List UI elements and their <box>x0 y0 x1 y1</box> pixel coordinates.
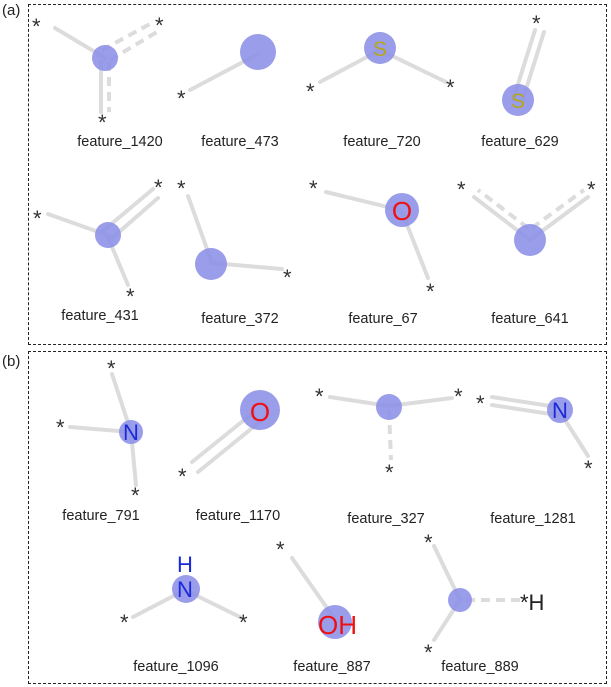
fragment-67: O * * feature_67 <box>309 176 435 327</box>
nitrogen-atom: N <box>123 420 139 445</box>
hydroxyl-group: OH <box>318 610 357 640</box>
feature-label: feature_720 <box>343 134 420 150</box>
fragment-327: * * * feature_327 <box>315 384 463 527</box>
fragment-372: * * feature_372 <box>177 176 292 327</box>
svg-text:*: * <box>306 79 315 104</box>
fragment-629: S * feature_629 <box>481 11 558 150</box>
svg-text:*: * <box>584 456 593 481</box>
svg-text:*: * <box>424 530 433 555</box>
svg-text:*: * <box>309 176 318 201</box>
svg-text:*: * <box>454 384 463 409</box>
svg-text:*: * <box>457 177 466 202</box>
panel-b-label: (b) <box>2 353 21 370</box>
feature-label: feature_327 <box>347 511 424 527</box>
feature-label: feature_431 <box>61 308 138 324</box>
hydrogen-atom: *H <box>520 590 544 615</box>
feature-label: feature_1420 <box>77 134 162 150</box>
fragment-889: * * *H feature_889 <box>424 530 544 675</box>
fragment-431: * * * feature_431 <box>33 175 163 324</box>
svg-text:*: * <box>32 14 41 39</box>
svg-text:*: * <box>107 356 116 381</box>
oxygen-atom: O <box>250 397 270 427</box>
hydrogen-atom: H <box>177 552 193 577</box>
svg-text:*: * <box>532 11 541 36</box>
svg-text:*: * <box>177 86 186 111</box>
svg-text:*: * <box>56 415 65 440</box>
svg-text:*: * <box>315 384 324 409</box>
svg-text:*: * <box>587 177 596 202</box>
svg-text:*: * <box>178 464 187 489</box>
svg-text:*: * <box>154 175 163 200</box>
svg-text:*: * <box>283 265 292 290</box>
svg-text:*: * <box>424 640 433 665</box>
fragment-641: * * feature_641 <box>457 177 596 327</box>
svg-text:*: * <box>276 537 285 562</box>
fragment-791: N * * * feature_791 <box>56 356 143 524</box>
feature-label: feature_791 <box>62 508 139 524</box>
svg-text:*: * <box>131 483 140 508</box>
panel-a-frame <box>28 4 607 345</box>
feature-label: feature_67 <box>348 311 417 327</box>
feature-label: feature_1170 <box>196 508 280 524</box>
svg-text:*: * <box>385 460 394 485</box>
svg-text:*: * <box>33 206 42 231</box>
nitrogen-atom: N <box>552 398 568 423</box>
feature-label: feature_473 <box>201 134 278 150</box>
fragment-1420: * * * feature_1420 <box>32 13 164 150</box>
panel-b-frame <box>28 351 607 684</box>
svg-text:*: * <box>155 13 164 38</box>
svg-text:*: * <box>126 284 135 309</box>
svg-text:*: * <box>98 110 107 135</box>
sulfur-atom: S <box>511 90 525 113</box>
fragment-1170: O * feature_1170 <box>178 390 280 524</box>
fragment-1096: H N * * feature_1096 <box>120 552 248 675</box>
panel-a-label: (a) <box>2 2 21 19</box>
fragment-473: * feature_473 <box>177 34 279 150</box>
svg-text:*: * <box>446 75 455 100</box>
svg-text:*: * <box>177 176 186 201</box>
svg-text:*: * <box>239 610 248 635</box>
fragment-720: S * * feature_720 <box>306 32 455 150</box>
feature-label: feature_629 <box>481 134 558 150</box>
feature-label: feature_1096 <box>133 659 218 675</box>
feature-label: feature_887 <box>293 659 370 675</box>
svg-text:*: * <box>476 391 485 416</box>
svg-text:*: * <box>120 610 129 635</box>
fragment-887: OH * feature_887 <box>276 537 371 675</box>
fragment-1281: N * * feature_1281 <box>476 391 593 527</box>
feature-label: feature_1281 <box>490 511 575 527</box>
feature-label: feature_372 <box>201 311 278 327</box>
sulfur-atom: S <box>373 38 387 61</box>
feature-label: feature_889 <box>441 659 518 675</box>
nitrogen-atom: N <box>177 577 193 602</box>
feature-label: feature_641 <box>491 311 568 327</box>
svg-text:*: * <box>426 279 435 304</box>
oxygen-atom: O <box>392 196 412 226</box>
